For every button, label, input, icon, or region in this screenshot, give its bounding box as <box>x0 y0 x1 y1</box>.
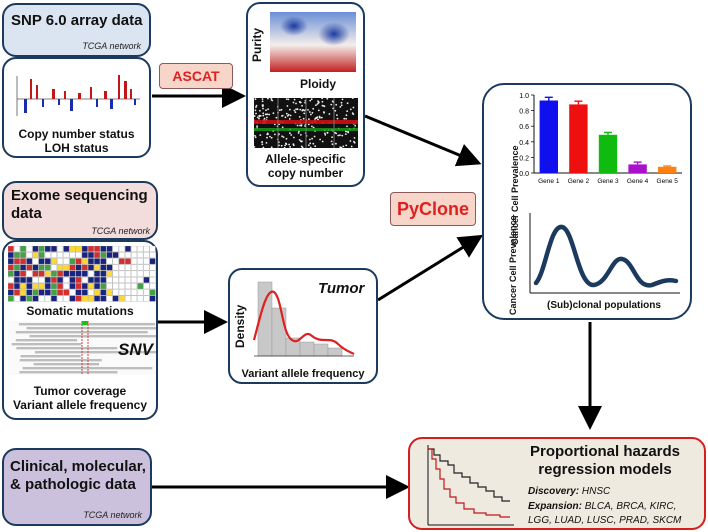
x-tick-label: Gene 2 <box>568 178 590 185</box>
clinical-title-line1: Clinical, molecular, <box>10 458 146 475</box>
y-tick-label: 0.0 <box>519 171 529 178</box>
snp-panel: Copy number status LOH status <box>2 57 151 158</box>
prevalence-ylabel-2: Cancer Cell Prevalence <box>508 215 518 315</box>
vaf-text: Variant allele frequency <box>12 398 148 412</box>
y-tick-label: 0.2 <box>519 155 529 162</box>
clinical-source: TCGA network <box>83 510 142 520</box>
vaf-panel: Density Tumor Variant allele frequency <box>228 268 378 384</box>
y-tick-label: 0.8 <box>519 109 529 116</box>
allele-specific-text: Allele-specific <box>265 152 346 166</box>
x-tick-label: Gene 3 <box>597 178 619 185</box>
y-tick-label: 0.6 <box>519 124 529 131</box>
exome-title-line1: Exome sequencing <box>11 187 148 204</box>
bar-gene-1 <box>539 100 558 173</box>
snp-source: TCGA network <box>82 41 141 51</box>
vaf-density-plot <box>252 281 355 357</box>
snp-header-box: SNP 6.0 array data TCGA network <box>2 3 151 57</box>
ascat-tag: ASCAT <box>159 63 233 89</box>
expansion-line2: LGG, LUAD, LUSC, PRAD, SKCM <box>528 515 682 526</box>
copy-number-caption: Copy number status LOH status <box>4 127 149 155</box>
exome-header-box: Exome sequencing data TCGA network <box>2 181 158 240</box>
exome-title: Exome sequencing data <box>11 187 148 223</box>
pyclone-tag: PyClone <box>390 192 476 226</box>
expansion-line: Expansion: BLCA, BRCA, KIRC, LGG, LUAD, … <box>528 500 681 528</box>
allele-specific-caption: Allele-specific copy number <box>248 152 363 180</box>
bar-gene-5 <box>658 166 677 173</box>
purity-ploidy-heatmap <box>270 12 356 72</box>
ploidy-label: Ploidy <box>299 77 336 91</box>
exome-title-line2: data <box>11 205 42 222</box>
y-tick-label: 1.0 <box>519 93 529 100</box>
copy-number-text: copy number <box>267 166 344 180</box>
allele-specific-plot <box>254 98 358 148</box>
survival-curve <box>427 445 514 526</box>
tumor-coverage-text: Tumor coverage <box>33 384 127 398</box>
snv-label: SNV <box>118 340 153 359</box>
prevalence-panel: Cancer Cell Prevalence 0.0 0.2 0.4 0.6 0.8 1.… <box>482 83 692 320</box>
y-tick-label: 0.4 <box>519 140 529 147</box>
snp-title: SNP 6.0 array data <box>11 12 143 29</box>
expansion-label: Expansion: <box>528 501 582 512</box>
exome-source: TCGA network <box>91 226 150 236</box>
bar-gene-2 <box>569 104 588 173</box>
subclonal-xlabel: (Sub)clonal populations <box>547 300 661 311</box>
snv-reads-view <box>8 321 156 375</box>
arrow-purity-to-pyclone <box>364 114 482 167</box>
x-tick-label: Gene 5 <box>657 178 679 185</box>
copy-number-plot <box>16 75 140 116</box>
copy-number-status-text: Copy number status <box>18 127 135 141</box>
tumor-coverage-caption: Tumor coverage Variant allele frequency <box>4 384 156 412</box>
hazards-title: Proportional hazards regression models <box>510 443 700 479</box>
exome-panel: Somatic mutations SNV Tumor coverage Var… <box>2 240 158 420</box>
x-tick-label: Gene 1 <box>538 178 560 185</box>
hazards-title-line1: Proportional hazards <box>529 443 681 460</box>
clinical-title-line2: & pathologic data <box>10 476 136 493</box>
purity-label: Purity <box>250 27 264 62</box>
discovery-value: HNSC <box>581 486 611 497</box>
loh-status-text: LOH status <box>44 141 109 155</box>
expansion-line1: BLCA, BRCA, KIRC, <box>584 501 677 512</box>
arrow-vaf-to-pyclone <box>377 234 484 302</box>
subclonal-curve <box>529 213 680 294</box>
hazards-box: Proportional hazards regression models D… <box>408 437 706 530</box>
bar-gene-3 <box>598 134 618 173</box>
discovery-label: Discovery: <box>528 486 580 497</box>
hazards-title-line2: regression models <box>538 461 672 478</box>
vaf-xlabel: Variant allele frequency <box>241 368 365 380</box>
purity-ploidy-panel: Purity Ploidy Allele-specific copy numbe… <box>246 2 365 187</box>
x-tick-label: Gene 4 <box>627 178 649 185</box>
discovery-line: Discovery: HNSC <box>528 486 610 497</box>
clinical-title: Clinical, molecular, & pathologic data <box>10 458 146 494</box>
bar-gene-4 <box>628 164 647 173</box>
tumor-label: Tumor <box>318 280 365 297</box>
somatic-mutations-label: Somatic mutations <box>26 304 134 318</box>
somatic-mutation-grid <box>8 246 156 302</box>
density-label: Density <box>233 304 247 348</box>
clinical-box: Clinical, molecular, & pathologic data T… <box>2 448 152 526</box>
